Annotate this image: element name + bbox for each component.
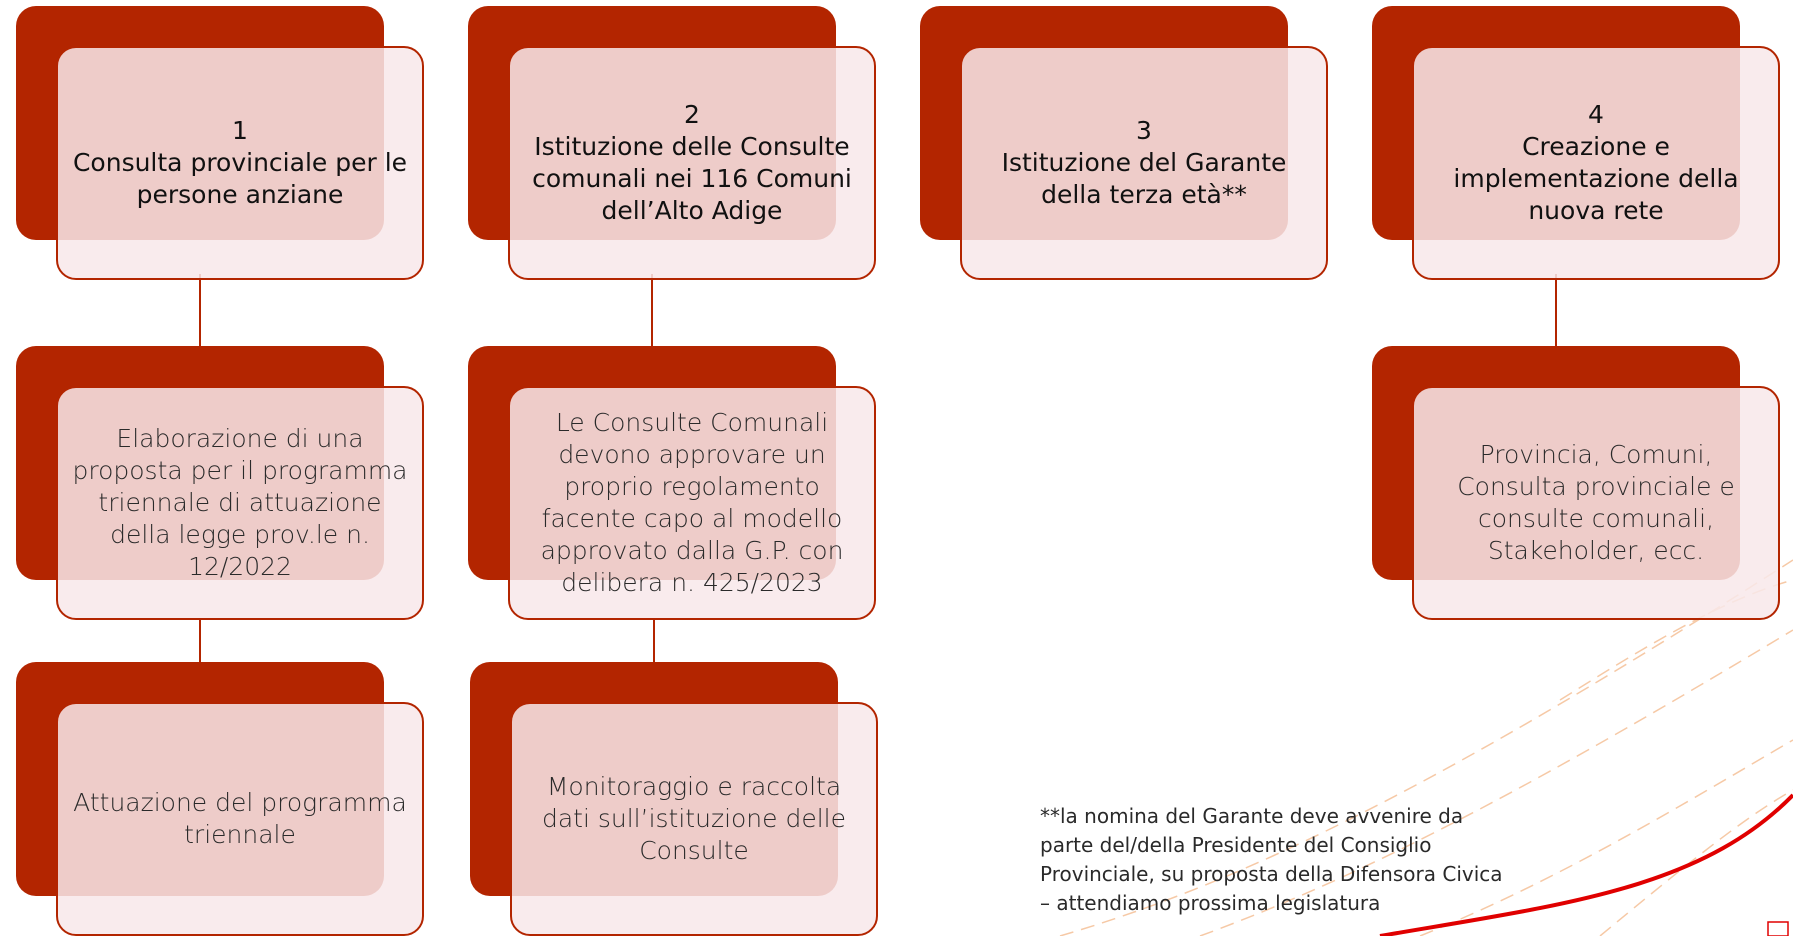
connector-1a <box>199 274 201 346</box>
node-title: Istituzione delle Consulte comunali nei … <box>532 132 852 225</box>
node-text: Provincia, Comuni, Consulta provinciale … <box>1457 440 1735 565</box>
node-text: Attuazione del programma triennale <box>73 788 407 849</box>
connector-2b <box>653 620 655 662</box>
node-text: Monitoraggio e raccolta dati sull’istitu… <box>541 772 847 865</box>
node-text: Le Consulte Comunali devono approvare un… <box>540 408 844 597</box>
node-title: Consulta provinciale per le persone anzi… <box>72 148 408 209</box>
node-number: 4 <box>1588 100 1604 129</box>
connector-4a <box>1555 274 1557 346</box>
connector-2a <box>651 274 653 346</box>
node-title: Istituzione del Garante della terza età*… <box>1001 148 1287 209</box>
node-number: 2 <box>684 100 700 129</box>
corner-logo-icon <box>1767 921 1789 936</box>
connector-1b <box>199 620 201 662</box>
node-number: 3 <box>1136 116 1152 145</box>
node-number: 1 <box>232 116 248 145</box>
footnote: **la nomina del Garante deve avvenire da… <box>1040 804 1503 915</box>
node-title: Creazione e implementazione della nuova … <box>1453 132 1739 225</box>
node-text: Elaborazione di una proposta per il prog… <box>72 424 408 581</box>
